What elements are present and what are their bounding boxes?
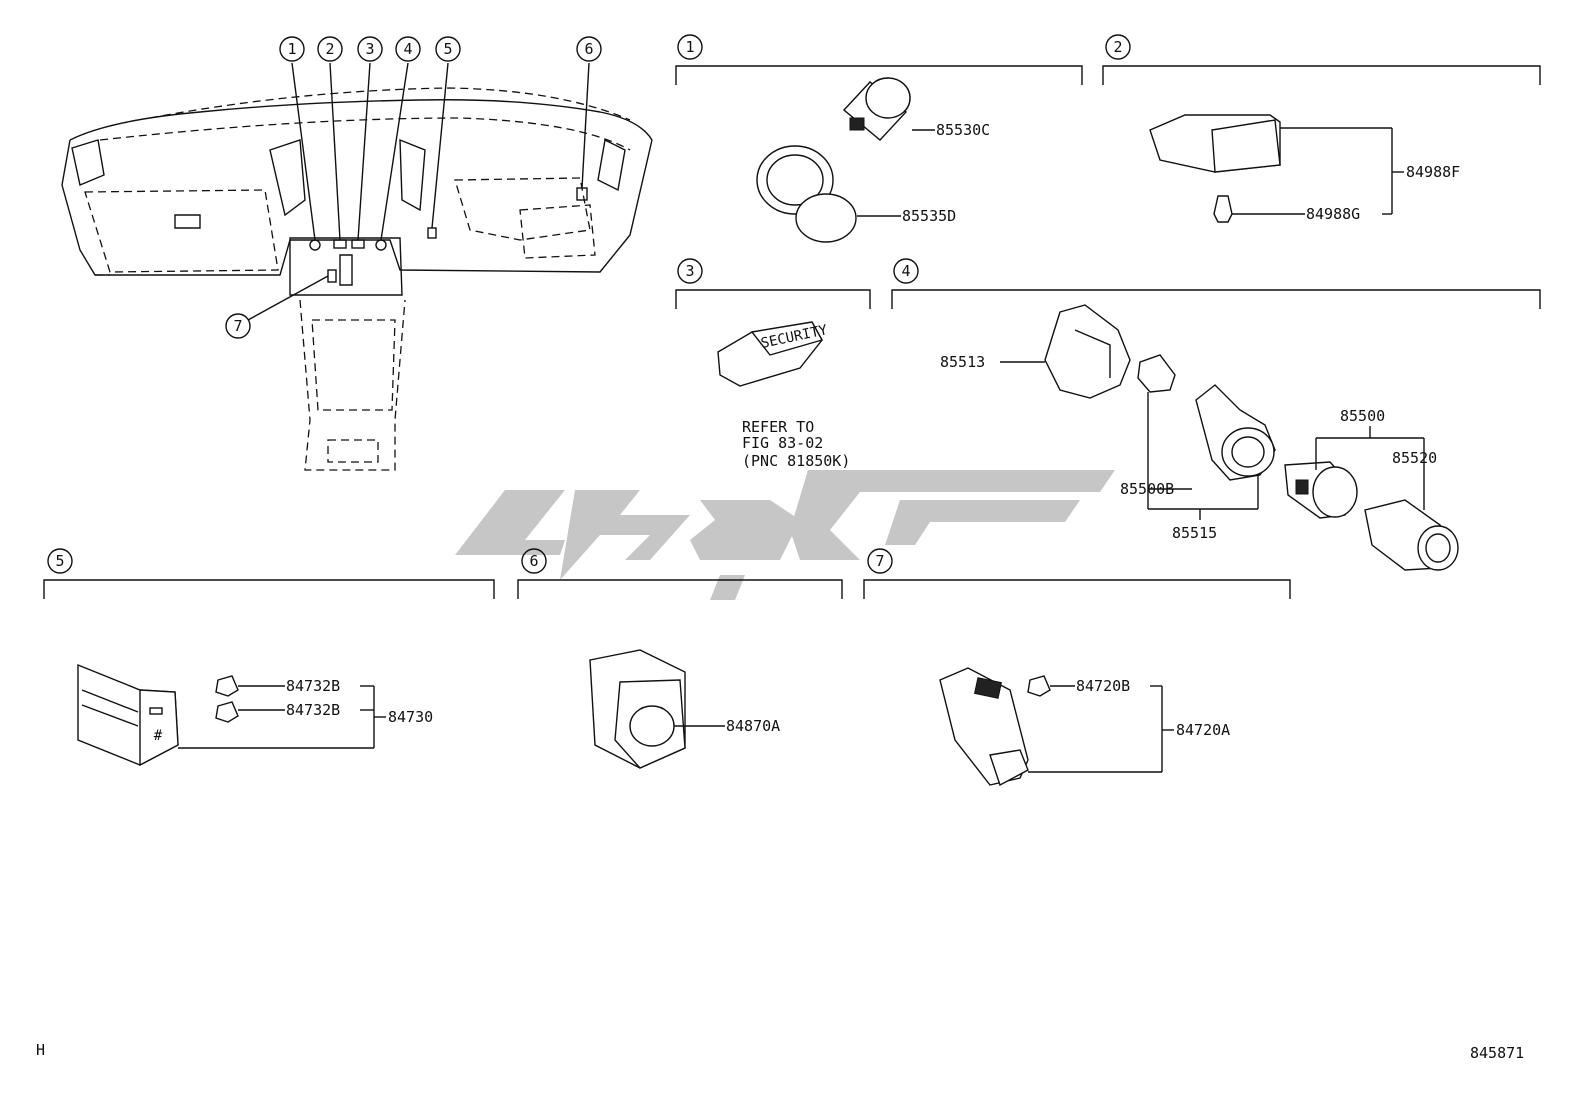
svg-text:84732B: 84732B [286,701,340,719]
svg-text:85515: 85515 [1172,524,1217,542]
svg-text:7: 7 [875,552,884,570]
svg-text:85535D: 85535D [902,207,956,225]
svg-text:85500B: 85500B [1120,480,1174,498]
svg-text:84720B: 84720B [1076,677,1130,695]
part-84730-switch: # [77,663,179,767]
section-5: 5 # 84732B 84732B 84730 [43,548,495,767]
part-85500: 85500 [1284,407,1424,519]
section-7: 7 84720B 84720A [863,548,1291,787]
section-3: 3 SECURITY REFER TO FIG 83-02 (PNC 81850… [675,258,871,470]
svg-text:84720A: 84720A [1176,721,1230,739]
watermark-logo [455,470,1115,600]
svg-text:6: 6 [584,40,593,58]
svg-text:2: 2 [1113,38,1122,56]
section-6: 6 84870A [517,548,843,769]
svg-text:84988G: 84988G [1306,205,1360,223]
svg-text:(PNC 81850K): (PNC 81850K) [742,452,850,470]
part-85530C: 85530C [842,77,990,141]
part-84720A-switch [939,667,1029,787]
svg-text:1: 1 [287,40,296,58]
svg-text:85520: 85520 [1392,449,1437,467]
svg-text:1: 1 [685,38,694,56]
part-84870A: 84870A [589,649,780,769]
part-84732B-1: 84732B [215,675,340,697]
svg-text:3: 3 [685,262,694,280]
part-84720B: 84720B [1027,675,1130,697]
part-85500B: 85500B [1120,354,1258,510]
part-84988F: 84988F [1149,114,1460,214]
svg-text:84730: 84730 [388,708,433,726]
callout-4: 4 [395,36,421,62]
callout-2: 2 [317,36,343,62]
svg-text:85500: 85500 [1340,407,1385,425]
callout-7: 7 [225,313,251,339]
svg-text:#: # [154,728,163,744]
part-84730: 84730 [178,685,433,749]
part-85520: 85520 [1364,438,1459,571]
security-switch: SECURITY [717,321,829,387]
part-85515: 85515 [1172,384,1276,542]
svg-text:FIG 83-02: FIG 83-02 [742,434,823,452]
svg-text:3: 3 [365,40,374,58]
part-85535D: 85535D [756,145,956,243]
part-85513: 85513 [940,304,1131,399]
svg-text:85530C: 85530C [936,121,990,139]
svg-text:4: 4 [403,40,412,58]
svg-text:5: 5 [55,552,64,570]
svg-text:5: 5 [443,40,452,58]
dashboard-overview [61,87,653,471]
part-84720A: 84720A [1028,685,1230,773]
svg-text:84988F: 84988F [1406,163,1460,181]
svg-text:84870A: 84870A [726,717,780,735]
section-1: 1 85530C 85535D [675,34,1083,243]
section-4: 4 85513 85500B 85515 [891,258,1541,571]
overview-leaders [247,62,590,321]
svg-text:4: 4 [901,262,910,280]
callout-6: 6 [576,36,602,62]
svg-text:2: 2 [325,40,334,58]
part-84732B-2: 84732B [215,701,340,723]
part-84988G: 84988G [1213,195,1392,223]
callout-1: 1 [279,36,305,62]
svg-text:6: 6 [529,552,538,570]
callout-5: 5 [435,36,461,62]
callout-3: 3 [357,36,383,62]
corner-label-left: H [36,1041,45,1059]
svg-text:84732B: 84732B [286,677,340,695]
figure-id: 845871 [1470,1044,1524,1062]
svg-text:7: 7 [233,317,242,335]
section-2: 2 84988F 84988G [1102,34,1541,223]
svg-text:REFER TO: REFER TO [742,418,814,436]
overview-callouts: 1 2 3 4 5 6 7 [225,36,602,339]
svg-text:85513: 85513 [940,353,985,371]
